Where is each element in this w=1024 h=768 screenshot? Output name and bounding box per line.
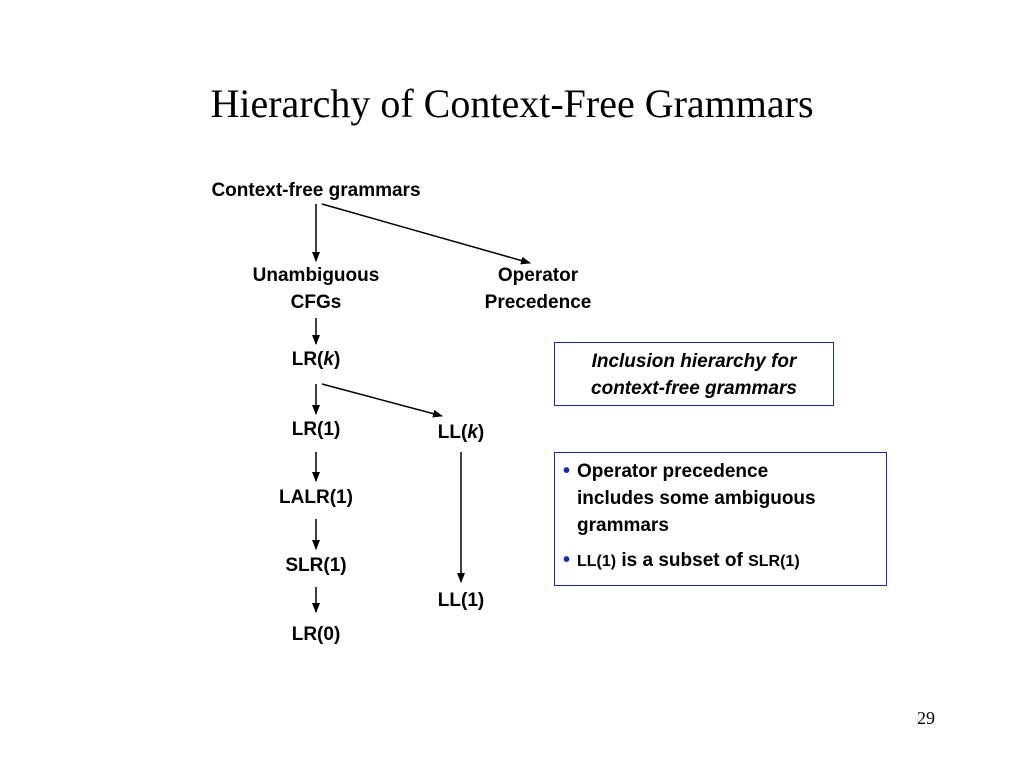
node-ll-k: LL(k) bbox=[437, 422, 485, 443]
node-unambiguous-line2: CFGs bbox=[290, 292, 342, 313]
caption-line2: context-free grammars bbox=[591, 378, 797, 399]
note-item1-line3: grammars bbox=[577, 515, 669, 536]
slide-title: Hierarchy of Context-Free Grammars bbox=[210, 81, 814, 126]
note-item2-slr1: SLR(1) bbox=[748, 553, 800, 570]
node-unambiguous-line1: Unambiguous bbox=[252, 265, 380, 286]
node-lr-0: LR(0) bbox=[291, 624, 341, 645]
note-item1-line2: includes some ambiguous bbox=[577, 488, 816, 509]
caption-box: Inclusion hierarchy for context-free gra… bbox=[554, 342, 834, 406]
node-context-free-grammars: Context-free grammars bbox=[211, 180, 421, 201]
arrow-lrk-to-llk bbox=[321, 383, 443, 418]
node-lr-k: LR(k) bbox=[291, 349, 341, 370]
note-item2-ll1: LL(1) bbox=[577, 553, 617, 570]
page-number: 29 bbox=[917, 708, 935, 728]
notes-box: • Operator precedence includes some ambi… bbox=[554, 452, 887, 586]
node-operator-precedence: Operator Precedence bbox=[448, 262, 628, 316]
note-item2-middle: is a subset of bbox=[616, 550, 749, 571]
node-lalr-1: LALR(1) bbox=[279, 487, 353, 508]
arrow-cfg-to-operator bbox=[321, 203, 531, 265]
node-operator-line1: Operator bbox=[497, 265, 579, 286]
node-ll-1: LL(1) bbox=[437, 590, 485, 611]
note-item1-line1: Operator precedence bbox=[577, 461, 769, 482]
node-lr-1: LR(1) bbox=[291, 419, 341, 440]
node-operator-line2: Precedence bbox=[484, 292, 592, 313]
note-item-operator-precedence: • Operator precedence includes some ambi… bbox=[563, 458, 876, 539]
caption-line1: Inclusion hierarchy for bbox=[591, 351, 797, 372]
node-lr-k-variable: k bbox=[323, 349, 334, 370]
bullet-icon: • bbox=[563, 549, 571, 571]
note-item-ll1-subset: • LL(1) is a subset of SLR(1) bbox=[563, 547, 876, 575]
node-unambiguous-cfgs: Unambiguous CFGs bbox=[226, 262, 406, 316]
bullet-icon: • bbox=[563, 460, 571, 482]
node-slr-1: SLR(1) bbox=[285, 555, 347, 576]
node-ll-k-variable: k bbox=[467, 422, 478, 443]
